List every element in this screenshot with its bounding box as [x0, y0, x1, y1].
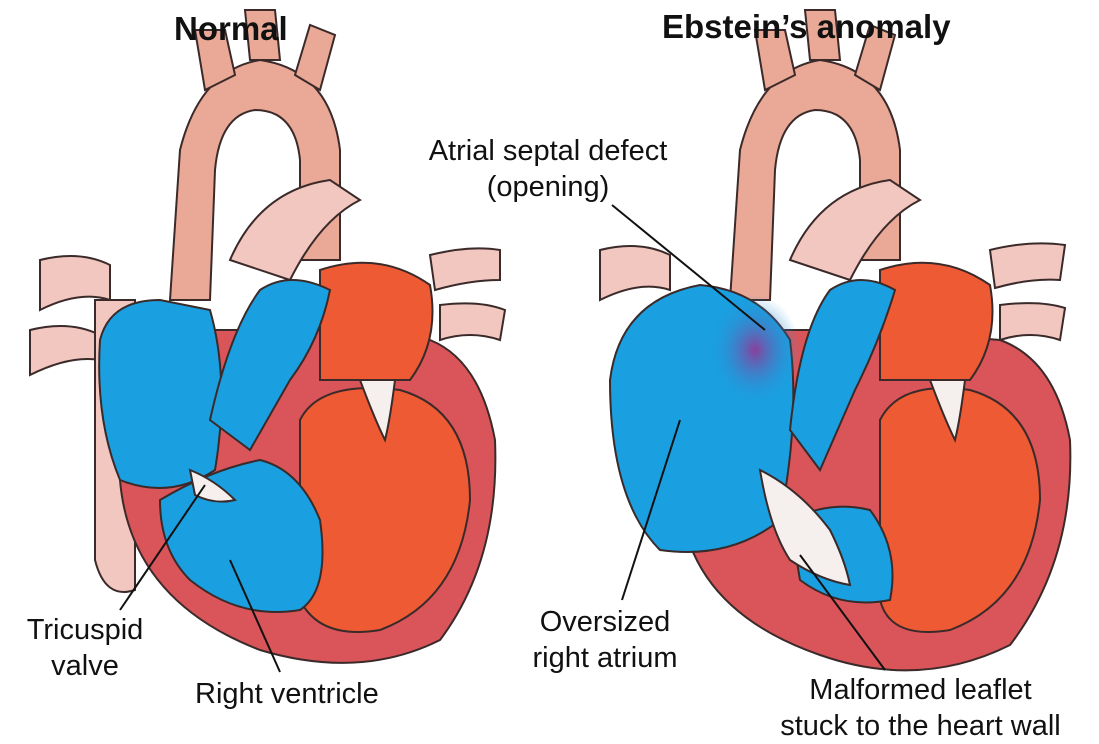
normal-right-atrium — [99, 300, 221, 488]
normal-pulmonary-veins-right — [430, 248, 505, 340]
normal-left-atrium — [320, 263, 433, 380]
title-normal: Normal — [174, 10, 288, 48]
label-oversized-line1: Oversized — [515, 604, 695, 640]
ebstein-left-atrium — [880, 263, 993, 380]
ebstein-heart — [600, 10, 1070, 670]
label-asd-line1: Atrial septal defect — [398, 133, 698, 169]
label-oversized-right-atrium: Oversized right atrium — [515, 604, 695, 676]
ebstein-pulmonary-veins-left — [600, 246, 670, 300]
label-tricuspid-valve: Tricuspid valve — [20, 612, 150, 684]
ebstein-pulmonary-veins-right — [990, 243, 1065, 340]
label-asd-line2: (opening) — [398, 169, 698, 205]
label-atrial-septal-defect: Atrial septal defect (opening) — [398, 133, 698, 205]
label-tricuspid-line2: valve — [20, 648, 150, 684]
label-right-ventricle: Right ventricle — [195, 676, 379, 712]
label-malformed-line2: stuck to the heart wall — [748, 708, 1093, 744]
label-malformed-leaflet: Malformed leaflet stuck to the heart wal… — [748, 672, 1093, 744]
ebstein-asd-mixing — [710, 295, 800, 405]
normal-heart — [30, 10, 505, 663]
title-ebstein: Ebstein’s anomaly — [662, 8, 951, 46]
label-malformed-line1: Malformed leaflet — [748, 672, 1093, 708]
label-oversized-line2: right atrium — [515, 640, 695, 676]
label-tricuspid-line1: Tricuspid — [20, 612, 150, 648]
